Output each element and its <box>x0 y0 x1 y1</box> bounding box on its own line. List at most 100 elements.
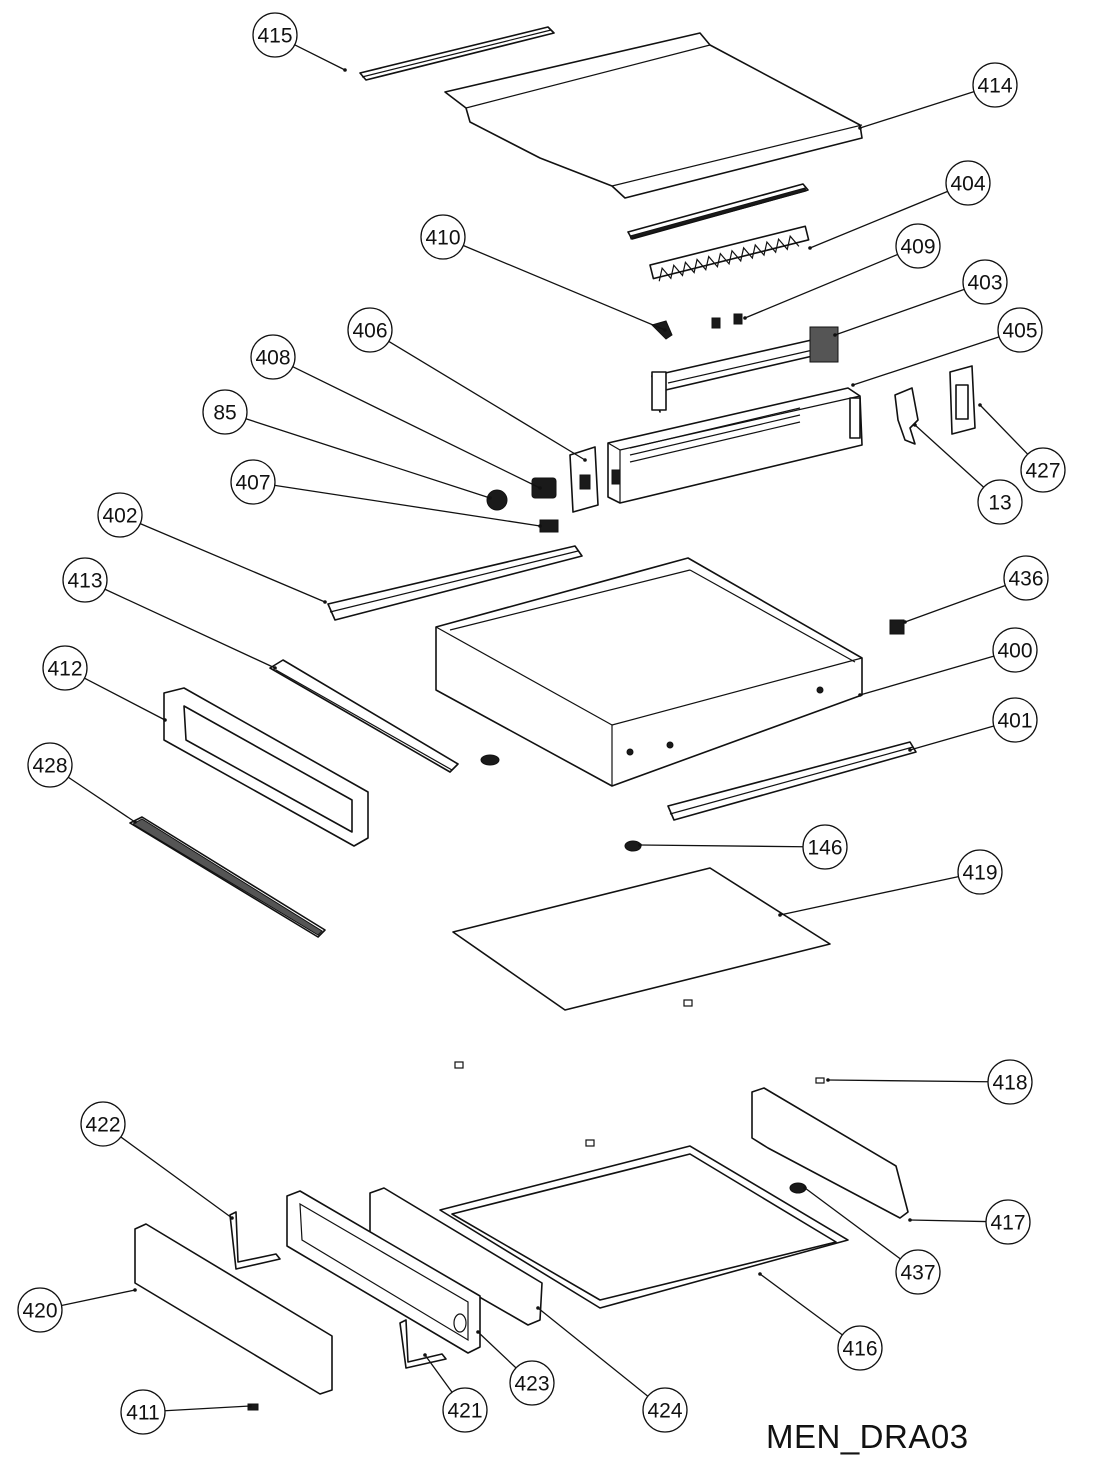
callout-403: 403 <box>962 259 1008 305</box>
callout-419: 419 <box>957 849 1003 895</box>
callout-label: 417 <box>990 1212 1025 1235</box>
part-416-drawer-tray <box>439 1145 849 1309</box>
leader-line-413 <box>104 588 276 669</box>
callout-label: 407 <box>235 472 270 495</box>
part-422-bracket <box>229 1211 281 1270</box>
callout-bubble <box>27 742 73 788</box>
callout-422: 422 <box>80 1101 126 1147</box>
part-412-frame <box>163 687 369 847</box>
part-407-connector <box>539 519 559 533</box>
leader-line-408 <box>292 366 541 489</box>
leader-tip-411 <box>248 1404 252 1408</box>
callout-423: 423 <box>509 1360 555 1406</box>
callout-bubble <box>945 160 991 206</box>
leader-line-412 <box>84 677 166 721</box>
callout-13: 13 <box>977 479 1023 525</box>
leader-line-437 <box>804 1187 901 1260</box>
part-409-clip <box>733 313 743 325</box>
leader-line-407 <box>274 484 541 527</box>
callout-401: 401 <box>992 697 1038 743</box>
callout-label: 409 <box>900 236 935 259</box>
leader-tip-427 <box>978 403 982 407</box>
parts-artwork <box>129 26 976 1411</box>
callout-418: 418 <box>987 1059 1033 1105</box>
leader-line-428 <box>67 776 136 823</box>
leader-line-411 <box>164 1405 251 1412</box>
leader-tip-424 <box>536 1306 540 1310</box>
callout-label: 400 <box>997 640 1032 663</box>
callout-bubble <box>1003 555 1049 601</box>
callout-bubble <box>985 1199 1031 1245</box>
callout-label: 413 <box>67 570 102 593</box>
leader-tip-410 <box>663 328 667 332</box>
callout-label: 85 <box>213 402 236 425</box>
leader-tip-408 <box>538 486 542 490</box>
callout-85: 85 <box>202 389 248 435</box>
leader-line-419 <box>779 875 959 916</box>
callout-label: 414 <box>977 75 1012 98</box>
callout-bubble <box>802 824 848 870</box>
leader-line-13 <box>914 424 985 488</box>
part-420-front <box>134 1223 333 1395</box>
leader-tip-423 <box>476 1330 480 1334</box>
callout-label: 419 <box>962 862 997 885</box>
callout-416: 416 <box>837 1325 883 1371</box>
leader-line-402 <box>139 522 326 603</box>
callout-label: 422 <box>85 1114 120 1137</box>
callout-bubble <box>895 223 941 269</box>
leader-line-416 <box>759 1273 843 1336</box>
callout-label: 427 <box>1025 460 1060 483</box>
leader-line-418 <box>827 1079 989 1083</box>
leader-line-406 <box>388 340 586 461</box>
leader-tip-414 <box>858 126 862 130</box>
leader-tip-405 <box>851 383 855 387</box>
part-410-clip <box>651 320 673 340</box>
callout-bubble <box>837 1325 883 1371</box>
callout-bubble <box>977 479 1023 525</box>
callout-label: 420 <box>22 1300 57 1323</box>
callout-407: 407 <box>230 459 276 505</box>
callout-146: 146 <box>802 824 848 870</box>
callout-label: 405 <box>1002 320 1037 343</box>
callout-bubble <box>17 1287 63 1333</box>
leader-line-414 <box>859 91 975 129</box>
callout-400: 400 <box>992 627 1038 673</box>
part-414-top-cover <box>444 32 863 199</box>
leader-tip-417 <box>908 1218 912 1222</box>
callout-bubble <box>42 645 88 691</box>
part-417-back-panel <box>751 1087 909 1219</box>
callout-420: 420 <box>17 1287 63 1333</box>
callout-label: 412 <box>47 658 82 681</box>
leader-tip-13 <box>913 423 917 427</box>
callout-bubble <box>252 12 298 58</box>
leader-line-403 <box>834 288 965 336</box>
leader-line-404 <box>809 190 948 249</box>
callout-406: 406 <box>347 307 393 353</box>
callout-label: 146 <box>807 837 842 860</box>
part-404-heating-element <box>649 225 810 282</box>
leader-line-409 <box>744 253 898 319</box>
callout-bubble <box>895 1249 941 1295</box>
callout-bubble <box>420 214 466 260</box>
callout-bubble <box>1020 447 1066 493</box>
leader-line-424 <box>537 1307 649 1397</box>
leader-tip-406 <box>583 458 587 462</box>
leader-line-421 <box>424 1354 453 1393</box>
callout-label: 408 <box>255 347 290 370</box>
callout-label: 404 <box>950 173 985 196</box>
callout-bubble <box>80 1101 126 1147</box>
callout-bubble <box>250 334 296 380</box>
leader-tip-428 <box>133 820 137 824</box>
callout-label: 406 <box>352 320 387 343</box>
part-423-frame <box>286 1190 481 1354</box>
callout-414: 414 <box>972 62 1018 108</box>
part-402-rail <box>327 545 583 621</box>
callout-412: 412 <box>42 645 88 691</box>
callout-bubble <box>230 459 276 505</box>
callout-label: 416 <box>842 1338 877 1361</box>
leader-line-405 <box>852 336 1000 386</box>
callout-label: 415 <box>257 25 292 48</box>
callout-409: 409 <box>895 223 941 269</box>
callout-label: 13 <box>988 492 1011 515</box>
